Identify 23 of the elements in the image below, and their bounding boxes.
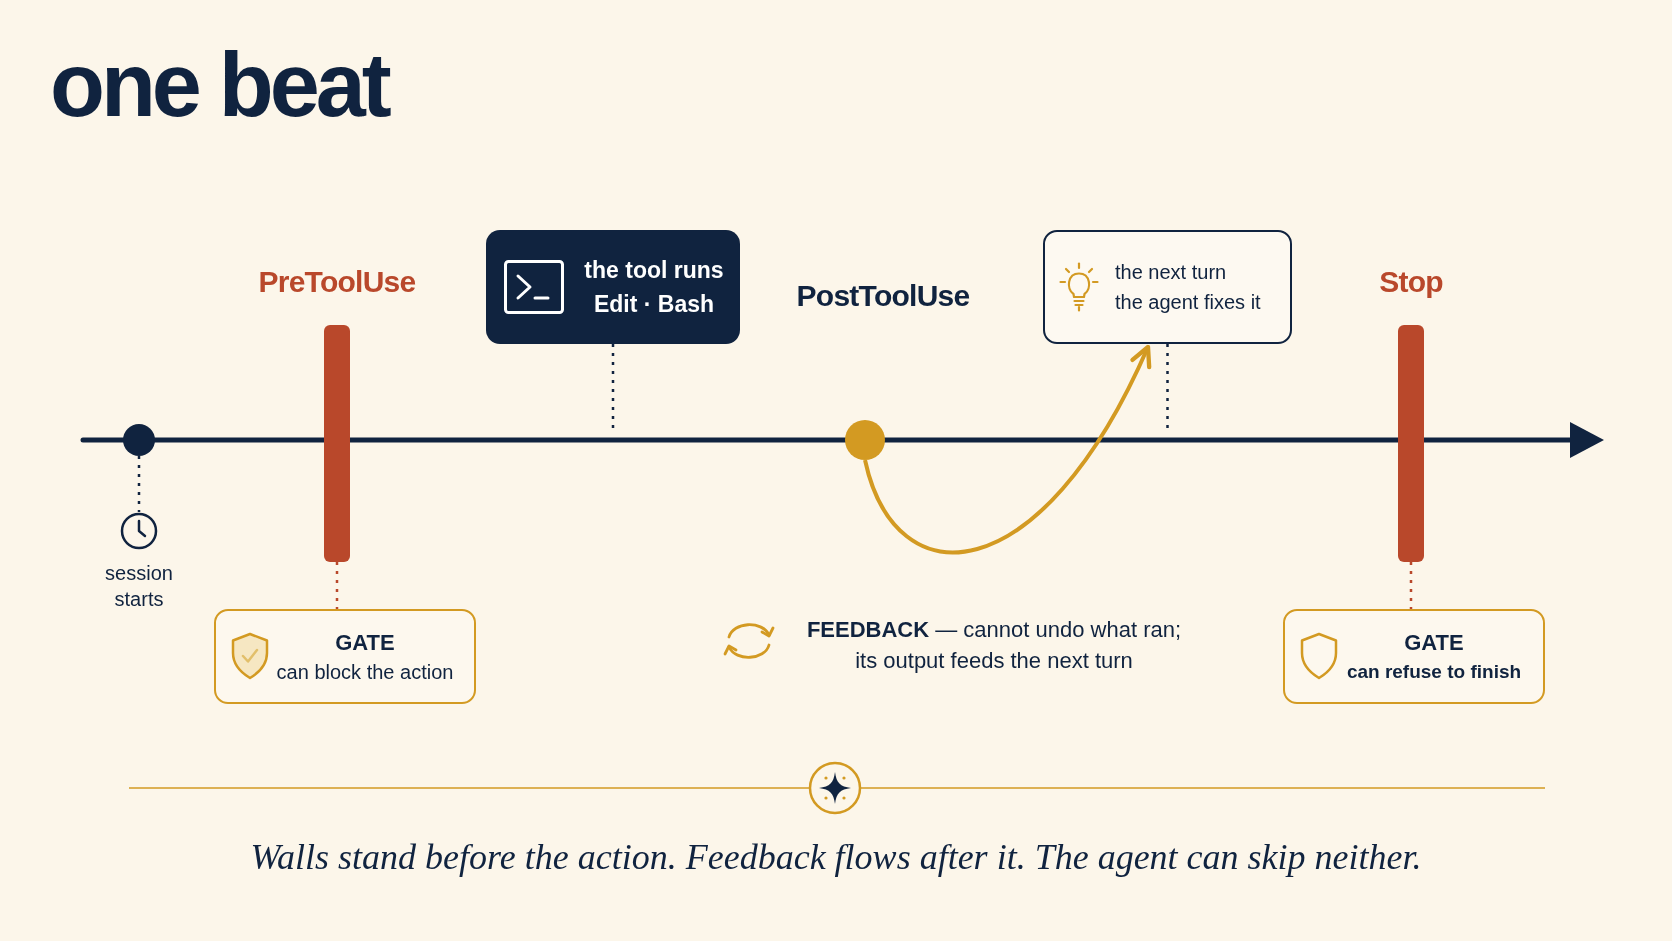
page-title: one beat [50, 40, 388, 130]
note-card [1043, 230, 1292, 344]
gate-description: can refuse to finish [1346, 659, 1522, 684]
dotted-leader-line [335, 562, 339, 609]
event-label: session starts [104, 561, 174, 612]
gate-card [1283, 609, 1545, 704]
gate-card [214, 609, 476, 704]
tool-card [486, 230, 740, 344]
hook-label: PreToolUse [258, 264, 416, 300]
hook-label: Stop [1379, 264, 1443, 300]
step-detail: Edit · Bash [593, 290, 715, 319]
gate-title: GATE [335, 628, 395, 657]
dotted-leader-line [1409, 562, 1413, 609]
caption-text: Walls stand before the action. Feedback flows after it. The agent can skip neither. [249, 836, 1423, 879]
feedback-note: FEEDBACK — cannot undo what ran; its output feeds the next turn [805, 616, 1183, 675]
hook-label: PostToolUse [796, 278, 970, 314]
gate-title: GATE [1404, 628, 1464, 657]
curved-arrow [863, 344, 1151, 555]
step-title: the next turn [1115, 260, 1227, 285]
step-detail: the agent fixes it [1115, 290, 1261, 315]
gate-description: can block the action [276, 659, 454, 685]
dotted-leader-line [137, 456, 141, 512]
step-title: the tool runs [584, 256, 724, 285]
